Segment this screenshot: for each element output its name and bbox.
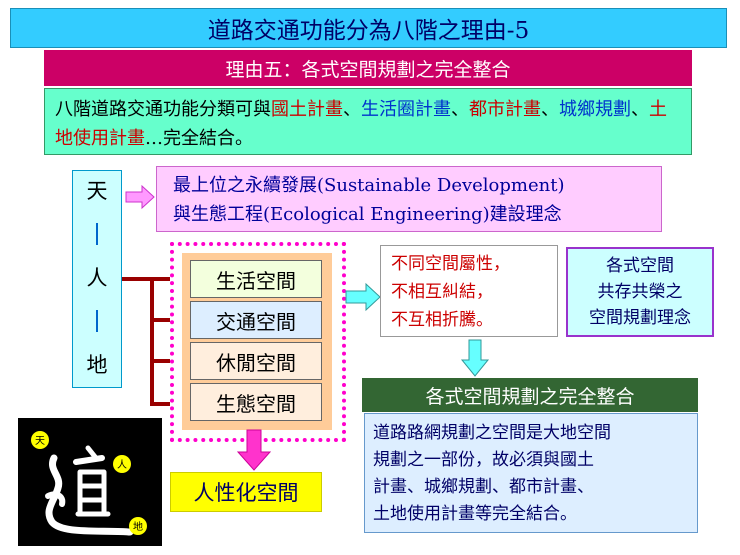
logo-label-di: 地 bbox=[133, 520, 143, 533]
integration-line: 道路路網規劃之空間是大地空間 bbox=[373, 423, 611, 443]
logo-label-tian: 天 bbox=[35, 436, 45, 447]
slide-title-text: 道路交通功能分為八階之理由-5 bbox=[207, 18, 530, 44]
humanized-space-box: 人性化空間 bbox=[170, 472, 322, 512]
space-label: 交通空間 bbox=[216, 309, 296, 334]
ren-char: 人 bbox=[86, 266, 108, 290]
intro-sep-2: 、 bbox=[451, 99, 469, 120]
space-traffic: 交通空間 bbox=[190, 301, 322, 339]
space-label: 生態空間 bbox=[216, 391, 296, 416]
tian-ren-di-box: 天 人 地 bbox=[72, 170, 122, 388]
intro-sep-4: 、 bbox=[631, 99, 649, 120]
vertical-divider bbox=[96, 309, 98, 332]
dao-calligraphy-logo: 天 人 地 bbox=[18, 418, 162, 546]
coexist-line: 共存共榮之 bbox=[597, 282, 683, 302]
space-label: 休閒空間 bbox=[216, 350, 296, 375]
dao-calligraphy-icon: 天 人 地 bbox=[31, 431, 147, 536]
intro-national-plan: 國土計畫 bbox=[271, 99, 343, 120]
sustainability-box: 最上位之永續發展(Sustainable Development) 與生態工程(… bbox=[156, 166, 662, 232]
coexist-line: 各式空間 bbox=[606, 256, 674, 276]
property-line: 不同空間屬性， bbox=[391, 254, 510, 274]
di-char: 地 bbox=[86, 353, 108, 377]
integration-heading: 各式空間規劃之完全整合 bbox=[362, 378, 698, 412]
intro-box: 八階道路交通功能分類可與國土計畫、生活圈計畫、都市計畫、城鄉規劃、土地使用計畫…… bbox=[44, 88, 692, 155]
integration-line: 土地使用計畫等完全結合。 bbox=[373, 504, 577, 524]
intro-urban-rural-plan: 城鄉規劃 bbox=[559, 99, 631, 120]
intro-sep-3: 、 bbox=[541, 99, 559, 120]
tian-char: 天 bbox=[86, 179, 108, 203]
intro-text-1: 八階道路交通功能分類可與 bbox=[55, 99, 271, 120]
space-ecology: 生態空間 bbox=[190, 383, 322, 421]
space-living: 生活空間 bbox=[190, 260, 322, 298]
coexistence-box: 各式空間 共存共榮之 空間規劃理念 bbox=[566, 247, 714, 337]
arrow-down-icon bbox=[460, 339, 490, 377]
integration-body: 道路路網規劃之空間是大地空間 規劃之一部份，故必須與國土 計畫、城鄉規劃、都市計… bbox=[364, 413, 698, 533]
arrow-right-icon bbox=[345, 282, 381, 312]
intro-urban-plan: 都市計畫 bbox=[469, 99, 541, 120]
vertical-divider bbox=[96, 222, 98, 245]
space-leisure: 休閒空間 bbox=[190, 342, 322, 380]
sustainability-line-1: 最上位之永續發展(Sustainable Development) bbox=[173, 175, 565, 196]
arrow-down-icon bbox=[236, 429, 272, 471]
integration-line: 計畫、城鄉規劃、都市計畫、 bbox=[373, 477, 594, 497]
integration-heading-text: 各式空間規劃之完全整合 bbox=[425, 385, 635, 408]
arrow-right-icon bbox=[125, 184, 155, 210]
intro-land-use-plan: 土地使用計畫 bbox=[55, 99, 667, 149]
logo-label-ren: 人 bbox=[117, 459, 127, 471]
property-line: 不相互糾結， bbox=[391, 282, 493, 302]
property-line: 不互相折騰。 bbox=[391, 310, 493, 330]
properties-box: 不同空間屬性， 不相互糾結， 不互相折騰。 bbox=[380, 245, 558, 337]
coexist-line: 空間規劃理念 bbox=[589, 308, 691, 328]
integration-line: 規劃之一部份，故必須與國土 bbox=[373, 450, 594, 470]
intro-text-end: …完全結合。 bbox=[145, 128, 253, 149]
reason-header: 理由五：各式空間規劃之完全整合 bbox=[44, 50, 692, 86]
sustainability-line-2: 與生態工程(Ecological Engineering)建設理念 bbox=[173, 204, 562, 225]
intro-sep-1: 、 bbox=[343, 99, 361, 120]
humanized-space-label: 人性化空間 bbox=[193, 481, 299, 505]
intro-living-circle-plan: 生活圈計畫 bbox=[361, 99, 451, 120]
space-label: 生活空間 bbox=[216, 268, 296, 293]
reason-header-text: 理由五：各式空間規劃之完全整合 bbox=[225, 58, 511, 81]
slide-title: 道路交通功能分為八階之理由-5 bbox=[10, 8, 727, 48]
